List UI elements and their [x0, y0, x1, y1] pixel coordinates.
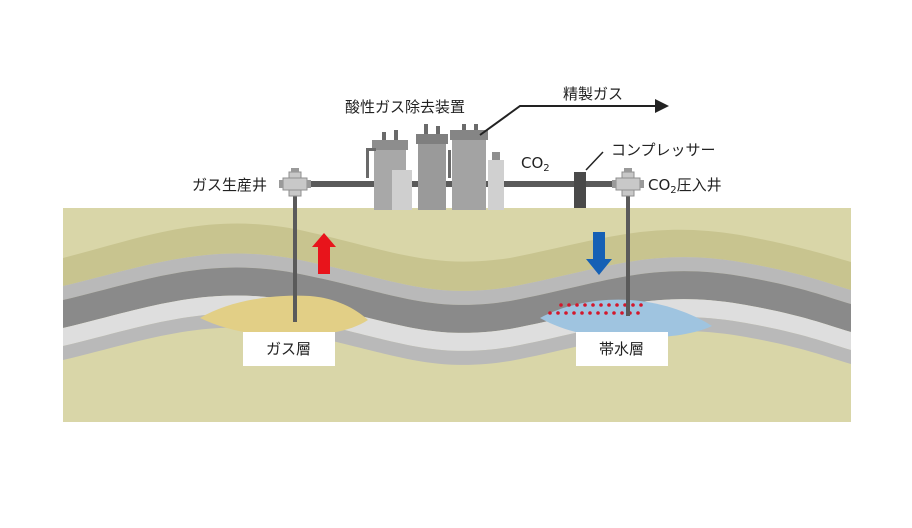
wellhead-valve-icon	[612, 168, 644, 197]
gas-well-label: ガス生産井	[192, 176, 267, 194]
arrow-right-icon	[655, 99, 669, 113]
gas-reservoir	[200, 295, 368, 336]
compressor-label: コンプレッサー	[611, 141, 716, 159]
injection-well-suffix: 圧入井	[677, 176, 722, 194]
compressor-leader	[585, 151, 604, 171]
wellhead-valve-icon	[279, 168, 311, 197]
acid-gas-removal-unit	[366, 124, 504, 210]
injection-well-prefix: CO	[648, 176, 670, 194]
layer-olive	[63, 223, 851, 291]
compressor-unit	[574, 172, 586, 208]
refined-gas-label: 精製ガス	[563, 85, 623, 103]
aquifer-label-box	[576, 332, 668, 366]
layer-gray-top	[63, 253, 851, 305]
co2-line-sub: 2	[543, 163, 549, 174]
co2-line-label: CO2	[521, 154, 550, 174]
aquifer-area	[540, 299, 712, 338]
gas-well-shaft	[293, 192, 297, 322]
gas-layer-label: ガス層	[266, 340, 311, 358]
aquifer-label: 帯水層	[599, 340, 644, 358]
arrow-up-icon	[312, 233, 336, 274]
layer-dark	[63, 267, 851, 333]
arrow-down-icon	[586, 232, 612, 275]
injection-well-sub: 2	[670, 185, 676, 196]
refined-gas-arrow-line	[479, 105, 655, 136]
co2-dots	[548, 303, 643, 315]
acid-gas-removal-label: 酸性ガス除去装置	[345, 98, 465, 116]
injection-well-label: CO2圧入井	[648, 176, 722, 196]
co2-line-text: CO	[521, 154, 543, 172]
injection-well-shaft	[626, 192, 630, 316]
gas-layer-label-box	[243, 332, 335, 366]
